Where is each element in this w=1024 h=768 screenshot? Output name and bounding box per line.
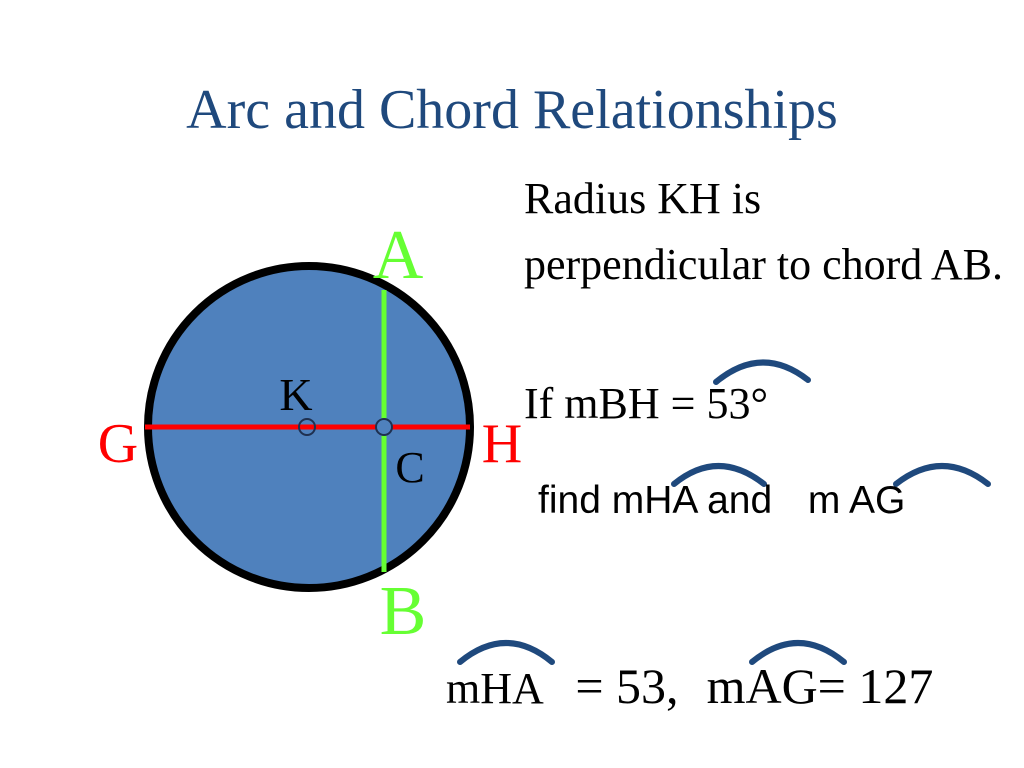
answer-arc-ag: mAG — [706, 658, 818, 714]
label-b: B — [380, 573, 427, 650]
problem-statement: Radius KH is perpendicular to chord AB. — [524, 174, 1003, 289]
label-g: G — [98, 413, 138, 475]
arc-mark-ha — [671, 463, 767, 487]
arc-mark-bh — [713, 359, 811, 385]
arc-mark-answer-ha — [457, 640, 555, 665]
answer-arc-ha: mHA — [446, 664, 542, 713]
answer-value-ha: = 53, — [575, 658, 679, 714]
answer-line: mHA = 53, mAG= 127 — [446, 658, 933, 717]
arc-mark-answer-ag — [749, 640, 847, 665]
label-c: C — [395, 443, 424, 492]
arc-mark-ag — [893, 463, 991, 487]
find-arc-ag: m AG — [807, 479, 906, 522]
find-prefix: find mHA and — [538, 479, 773, 522]
find-instruction: find mHA and m AG — [538, 478, 905, 524]
answer-value-ag: = 127 — [817, 658, 934, 714]
label-a: A — [373, 217, 424, 294]
intersection-point-c — [375, 418, 393, 436]
slide-title: Arc and Chord Relationships — [186, 79, 838, 141]
center-point-k — [298, 418, 316, 436]
given-arc-measure: If mBH = 53° — [524, 379, 769, 428]
label-k: K — [279, 369, 312, 420]
label-h: H — [482, 413, 522, 475]
